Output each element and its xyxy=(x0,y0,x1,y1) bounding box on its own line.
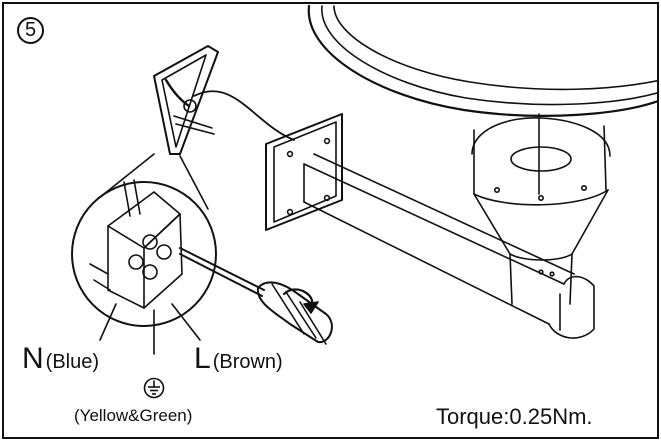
live-wire-label: L(Brown) xyxy=(194,344,283,374)
rotation-arrow-icon xyxy=(282,288,319,314)
terminal-block-closeup xyxy=(71,179,217,355)
step-number-badge: 5 xyxy=(17,17,44,44)
neutral-wire-label: N(Blue) xyxy=(22,344,99,374)
live-color-note: (Brown) xyxy=(212,351,283,373)
lamp-canopy xyxy=(307,4,657,117)
neutral-letter: N xyxy=(22,342,44,375)
zoom-guide-left xyxy=(103,153,155,195)
mounting-plate xyxy=(153,45,295,155)
mounting-arm xyxy=(265,113,595,339)
ground-symbol-icon xyxy=(143,377,165,399)
torque-spec: Torque:0.25Nm. xyxy=(436,404,593,429)
ground-wire-label: (Yellow&Green) xyxy=(74,406,193,425)
screwdriver-icon xyxy=(179,247,333,345)
zoom-guide-right xyxy=(179,155,209,210)
neutral-color-note: (Blue) xyxy=(45,351,100,373)
live-letter: L xyxy=(194,342,211,375)
lamp-housing xyxy=(471,113,611,305)
installation-illustration xyxy=(71,4,657,355)
